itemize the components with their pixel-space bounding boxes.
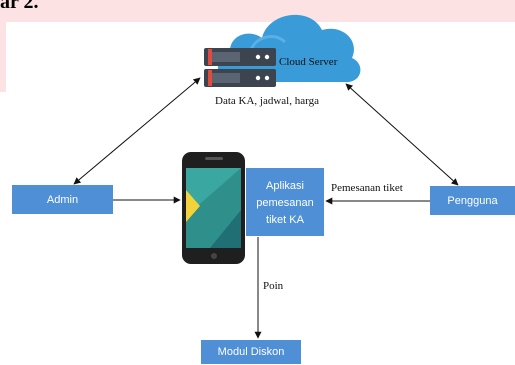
pengguna-node: Pengguna [430,186,515,215]
edge-label-poin: Poin [263,280,284,292]
admin-label: Admin [46,193,79,206]
edge-admin-server [73,77,201,185]
header-fragment: ar 2. [0,0,39,13]
edge-label-pemesanan: Pemesanan tiket [331,182,403,194]
aplikasi-label-line3: tiket KA [266,213,304,226]
admin-node: Admin [12,185,113,214]
aplikasi-label-line2: pemesanan [256,196,314,209]
modul-diskon-label: Modul Diskon [217,346,285,358]
server-icon [204,48,276,87]
header-strip [0,0,515,22]
smartphone-icon [182,152,245,264]
cloud-server-label: Cloud Server [279,56,338,68]
edge-cloud-pengguna [345,83,459,186]
left-margin-mark [0,22,6,92]
pengguna-label: Pengguna [447,194,498,207]
server-data-label: Data KA, jadwal, harga [215,95,319,107]
aplikasi-node: Aplikasi pemesanan tiket KA [246,168,324,236]
aplikasi-label-line1: Aplikasi [266,179,304,192]
modul-diskon-node: Modul Diskon [201,340,301,364]
